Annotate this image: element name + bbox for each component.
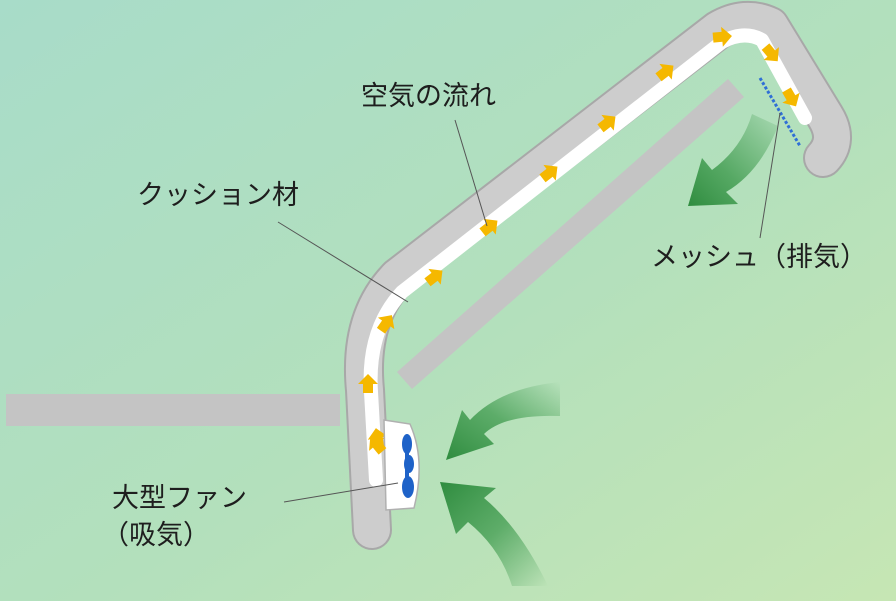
mesh-exhaust-label: メッシュ（排気）	[651, 242, 867, 273]
air-flow-label: 空気の流れ	[361, 81, 496, 112]
inner-panel-bar	[397, 79, 744, 389]
yellow-arrow-icon	[597, 114, 616, 133]
cushion-material	[345, 2, 850, 548]
yellow-arrow-icon	[369, 436, 387, 455]
cushion-leader	[277, 221, 409, 303]
fan-icon	[402, 434, 414, 498]
green-curved-arrow-icon	[688, 114, 778, 206]
mesh-leader	[759, 112, 781, 239]
yellow-arrow-icon	[712, 26, 732, 47]
yellow-arrow-icon	[782, 87, 800, 107]
large-fan-label: 大型ファン	[112, 483, 247, 514]
green-curved-arrow-icon	[440, 482, 548, 586]
yellow-arrow-icon	[539, 164, 558, 183]
left-panel-bar	[6, 394, 340, 426]
air-flow-leader	[454, 119, 488, 227]
fan-unit	[369, 419, 420, 511]
yellow-arrow-icon	[479, 218, 498, 237]
mesh-exhaust-line	[758, 77, 802, 147]
intake-label: （吸気）	[102, 520, 210, 551]
air-flow-arrows	[358, 26, 800, 448]
yellow-arrow-icon	[655, 63, 674, 82]
yellow-arrow-icon	[761, 43, 779, 62]
yellow-arrow-icon	[376, 315, 395, 334]
fan-leader	[283, 482, 399, 503]
yellow-arrow-icon	[358, 374, 378, 393]
cushion-label: クッション材	[137, 180, 299, 211]
leader-lines	[277, 112, 781, 503]
green-curved-arrow-icon	[446, 382, 560, 460]
air-channel	[363, 28, 812, 487]
yellow-arrow-icon	[424, 268, 443, 287]
